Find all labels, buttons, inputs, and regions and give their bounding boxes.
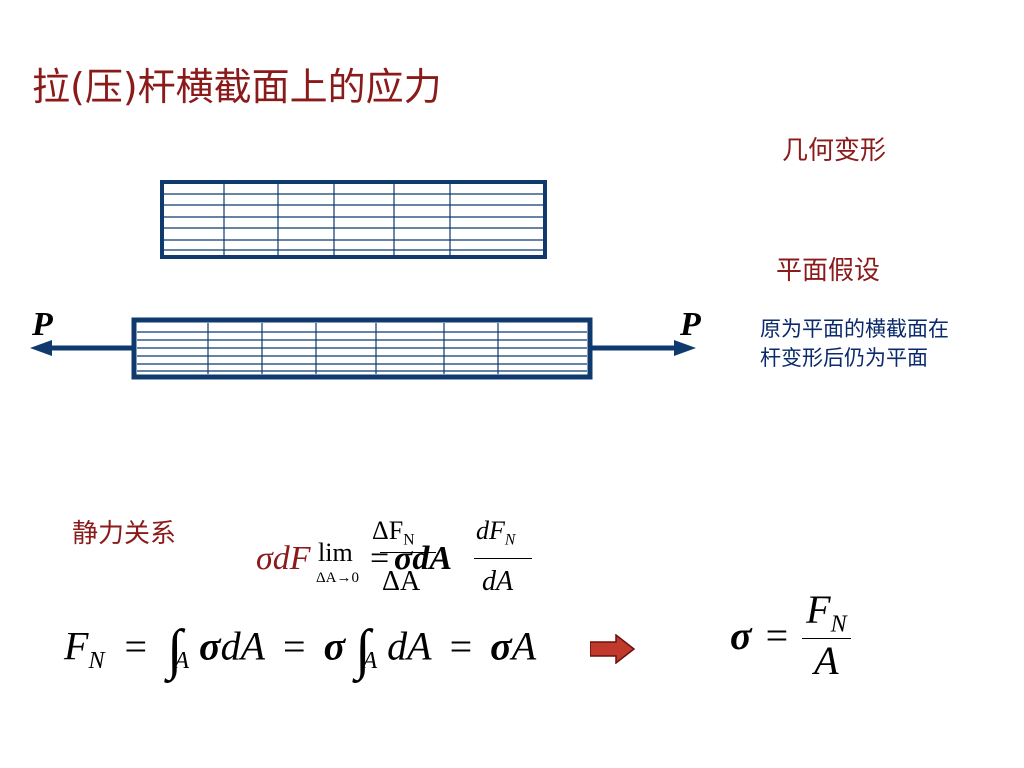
description-line-1: 原为平面的横截面在	[760, 317, 949, 341]
overlap-sigma-dA-text: σdA	[394, 540, 453, 577]
loaded-bar	[30, 317, 696, 380]
integral-eq3: =	[449, 623, 473, 669]
result-eq: =	[765, 612, 789, 658]
overlap-eq: =	[370, 540, 390, 577]
integral-sub-2: A	[362, 648, 378, 674]
right-arrow-icon	[590, 634, 636, 664]
overlap-frac-line	[380, 552, 436, 553]
integral-sub-1: A	[174, 648, 190, 674]
force-label-right: P	[680, 306, 701, 343]
integral-A: A	[511, 623, 537, 669]
force-label-left: P	[32, 306, 53, 343]
integral-sigma-2: σ	[323, 623, 346, 669]
left-arrowhead	[30, 340, 52, 356]
overlap-dFN-text: dF	[476, 516, 505, 545]
overlap-delta-A: ΔA	[382, 566, 421, 597]
integral-eq2: =	[283, 623, 306, 669]
overlap-lim-sub: ΔA→0	[316, 570, 359, 586]
result-num-F: F	[806, 587, 831, 632]
overlap-delta-F: ΔFN	[372, 516, 414, 549]
overlap-sigma: σ	[256, 540, 273, 577]
page-title: 拉(压)杆横截面上的应力	[32, 65, 442, 109]
integral-N: N	[88, 648, 105, 674]
overlap-sigma-dA: σdA	[394, 540, 452, 578]
overlap-lim: lim	[318, 538, 353, 567]
description-line-2: 杆变形后仍为平面	[760, 346, 928, 370]
result-equation: σ = FN A	[730, 588, 851, 683]
geometry-deformation-label: 几何变形	[782, 136, 887, 166]
result-denominator: A	[810, 637, 842, 683]
integral-dA-1: dA	[220, 623, 266, 669]
integral-eq1: =	[124, 623, 148, 669]
overlap-dFN: dFN	[476, 516, 515, 549]
result-numerator: FN	[802, 587, 851, 639]
integral-sigma-1: σ	[199, 623, 221, 669]
overlap-dFN-sub: N	[504, 531, 516, 549]
result-fraction: FN A	[802, 587, 851, 683]
integral-F: F	[64, 623, 89, 669]
integral-dA-2: dA	[387, 623, 432, 669]
result-sigma: σ	[730, 612, 752, 658]
integral-equation: FN = ∫A σdA = σ ∫A dA = σA	[64, 618, 536, 682]
result-num-N: N	[830, 611, 847, 638]
plane-assumption-label: 平面假设	[776, 256, 881, 286]
overlap-delta-F-text: ΔF	[372, 516, 404, 545]
overlap-delta-F-sub: N	[403, 531, 415, 549]
overlap-frac-line-2	[474, 558, 532, 559]
right-arrowhead	[674, 340, 696, 356]
undeformed-bar	[160, 180, 547, 259]
overlap-dA-den-text: dA	[482, 566, 514, 597]
static-relation-label: 静力关系	[72, 519, 177, 549]
plane-assumption-description: 原为平面的横截面在 杆变形后仍为平面	[760, 315, 949, 373]
overlap-sigma-dF: σdF	[256, 540, 311, 578]
integral-sign-2: ∫	[355, 619, 371, 681]
integral-sign-1: ∫	[167, 619, 183, 681]
overlap-dF: dF	[272, 540, 311, 577]
overlap-dA-den: dA	[482, 566, 513, 598]
integral-sigma-3: σ	[490, 623, 512, 669]
result-den-A: A	[814, 637, 839, 683]
